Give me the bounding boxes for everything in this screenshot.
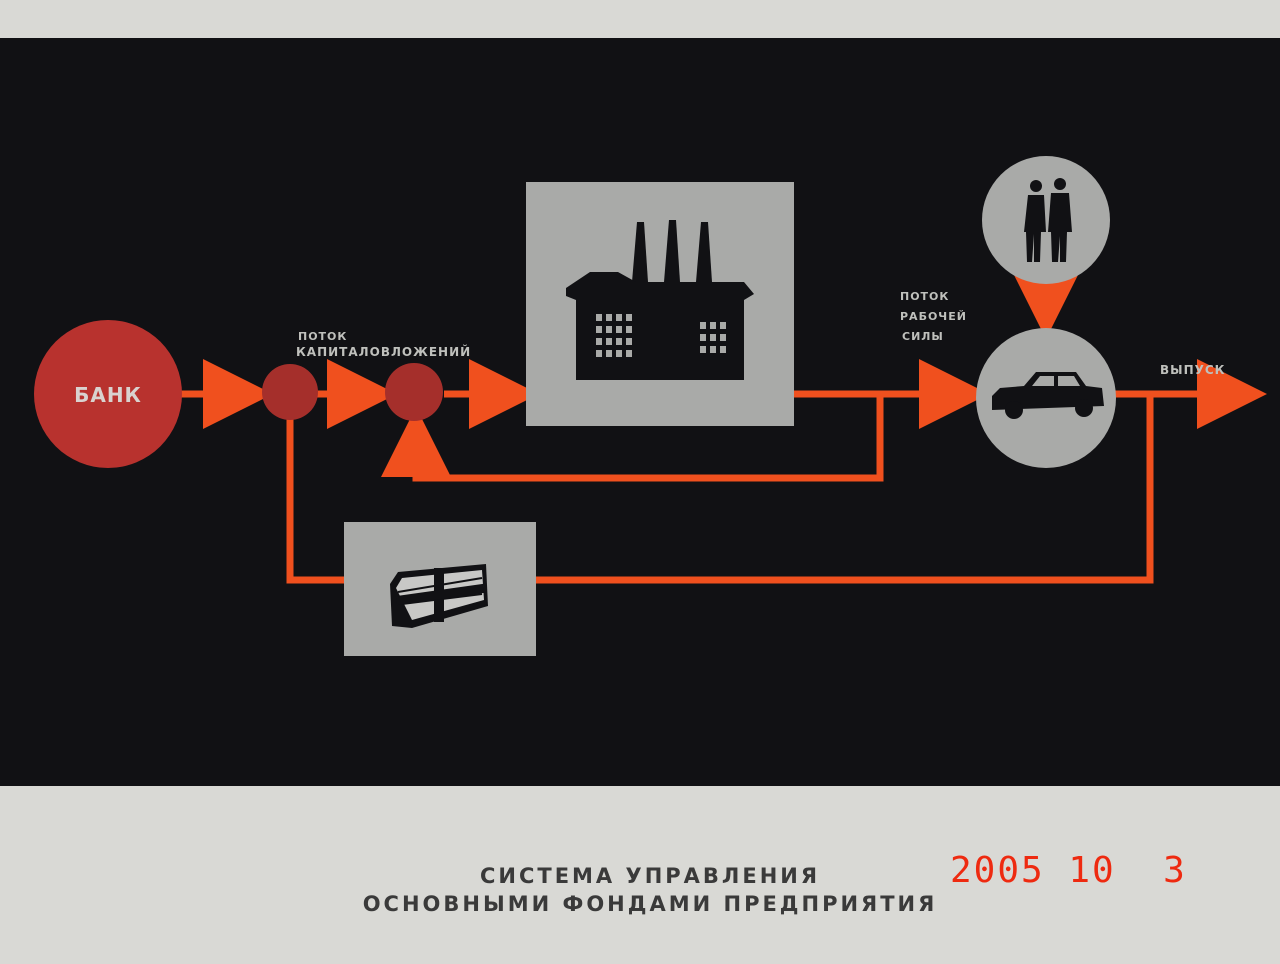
flow-reinvestment-loop xyxy=(381,394,884,482)
factory-windows xyxy=(596,314,726,357)
investment-flow-label-1: ПОТОК xyxy=(298,330,347,343)
flow-funds-to-output xyxy=(536,394,1154,584)
labor-flow-label-2: РАБОЧЕЙ xyxy=(900,310,967,323)
investment-node-2 xyxy=(385,363,443,421)
poster-caption: СИСТЕМА УПРАВЛЕНИЯ ОСНОВНЫМИ ФОНДАМИ ПРЕ… xyxy=(300,862,1000,918)
caption-line-2: ОСНОВНЫМИ ФОНДАМИ ПРЕДПРИЯТИЯ xyxy=(362,892,938,916)
output-label: ВЫПУСК xyxy=(1160,363,1226,377)
factory-icon xyxy=(566,220,754,380)
car-windows xyxy=(1032,376,1080,386)
bank-node xyxy=(34,320,182,468)
workers-node xyxy=(982,156,1110,284)
labor-flow-label-3: СИЛЫ xyxy=(902,330,944,343)
labor-flow-label-1: ПОТОК xyxy=(900,290,949,303)
flow-lines xyxy=(180,269,1267,584)
bank-label: БАНК xyxy=(74,383,142,407)
investment-node-1 xyxy=(262,364,318,420)
banknote-stack-icon xyxy=(390,564,488,628)
caption-line-1: СИСТЕМА УПРАВЛЕНИЯ xyxy=(479,864,821,888)
workers-icon xyxy=(1024,178,1072,262)
investment-flow-label-2: КАПИТАЛОВЛОЖЕНИЙ xyxy=(296,344,471,359)
date-stamp: 2005 10 3 xyxy=(950,850,1187,891)
flow-to-funds xyxy=(286,416,344,584)
